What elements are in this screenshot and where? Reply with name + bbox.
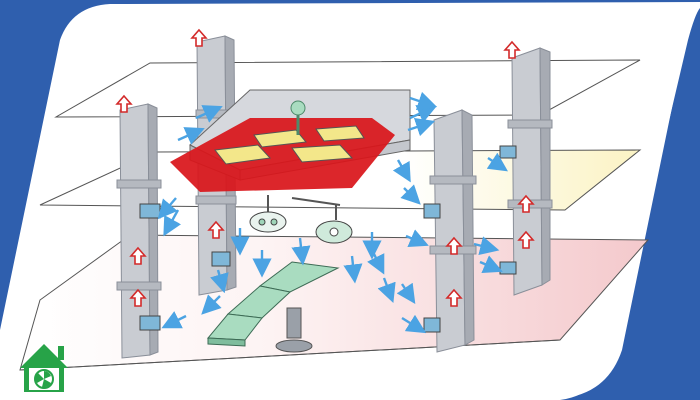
airflow-arrows-group: [157, 91, 508, 334]
column-front-left: [116, 103, 162, 359]
floor-plane: [19, 234, 650, 371]
operating-table: [206, 261, 340, 353]
ceiling-fan-icon: [290, 100, 306, 116]
exhaust-grille-left-upper: [139, 203, 161, 219]
down-arrow-icon: [405, 229, 429, 248]
up-arrow-icon: [207, 220, 225, 239]
down-arrow-icon: [407, 117, 436, 137]
up-arrow-icon: [129, 246, 147, 265]
down-arrow-icon: [409, 91, 438, 111]
column-front-right: [423, 109, 477, 353]
floor-edge: [19, 339, 561, 371]
exhaust-grille-back-left: [211, 251, 231, 267]
down-arrow-icon: [157, 197, 178, 220]
down-arrow-icon: [201, 294, 222, 315]
up-arrow-icon: [517, 230, 535, 249]
filter-panel-3: [253, 129, 307, 148]
exhaust-grille-left-lower: [139, 315, 161, 331]
up-arrow-icon: [517, 194, 535, 213]
up-arrow-icon: [129, 288, 147, 307]
exhaust-arrows-group: [115, 28, 535, 307]
down-arrow-icon: [377, 277, 396, 303]
down-arrow-icon: [401, 314, 427, 334]
down-arrow-icon: [161, 311, 187, 329]
exhaust-grille-back-right-lower: [499, 261, 517, 275]
down-arrow-icon: [479, 255, 503, 274]
house-fan-icon: [20, 344, 68, 392]
frame-border-inner-right: [552, 14, 690, 398]
filter-panel-1: [214, 144, 272, 165]
down-arrow-icon: [473, 236, 500, 255]
up-arrow-icon: [503, 40, 521, 59]
surgical-light-right: [291, 197, 353, 244]
up-arrow-icon: [115, 94, 133, 113]
down-arrow-icon: [486, 152, 508, 172]
down-arrow-icon: [163, 209, 182, 237]
down-arrow-icon: [291, 237, 311, 266]
down-arrow-icon: [392, 159, 411, 183]
down-arrow-icon: [343, 255, 363, 284]
down-arrow-icon: [367, 249, 385, 275]
up-arrow-icon: [190, 28, 208, 47]
up-arrow-icon: [445, 288, 463, 307]
down-arrow-icon: [195, 105, 223, 123]
down-arrow-icon: [400, 184, 421, 205]
exhaust-grille-right-lower: [423, 317, 441, 333]
exhaust-grille-right-upper: [423, 203, 441, 219]
frame-border-bottom: [560, 0, 700, 400]
surgical-light-left: [249, 195, 287, 233]
down-arrow-icon: [210, 269, 229, 294]
filter-panel-4: [315, 125, 365, 142]
filter-panel-2: [291, 144, 354, 163]
laminar-flow-ceiling: [170, 89, 411, 192]
up-arrow-icon: [445, 236, 463, 255]
down-arrow-icon: [409, 105, 437, 123]
down-arrow-icon: [396, 282, 416, 304]
exhaust-grille-back-right-upper: [499, 145, 517, 159]
column-back-right: [507, 47, 553, 296]
down-arrow-icon: [177, 127, 205, 145]
